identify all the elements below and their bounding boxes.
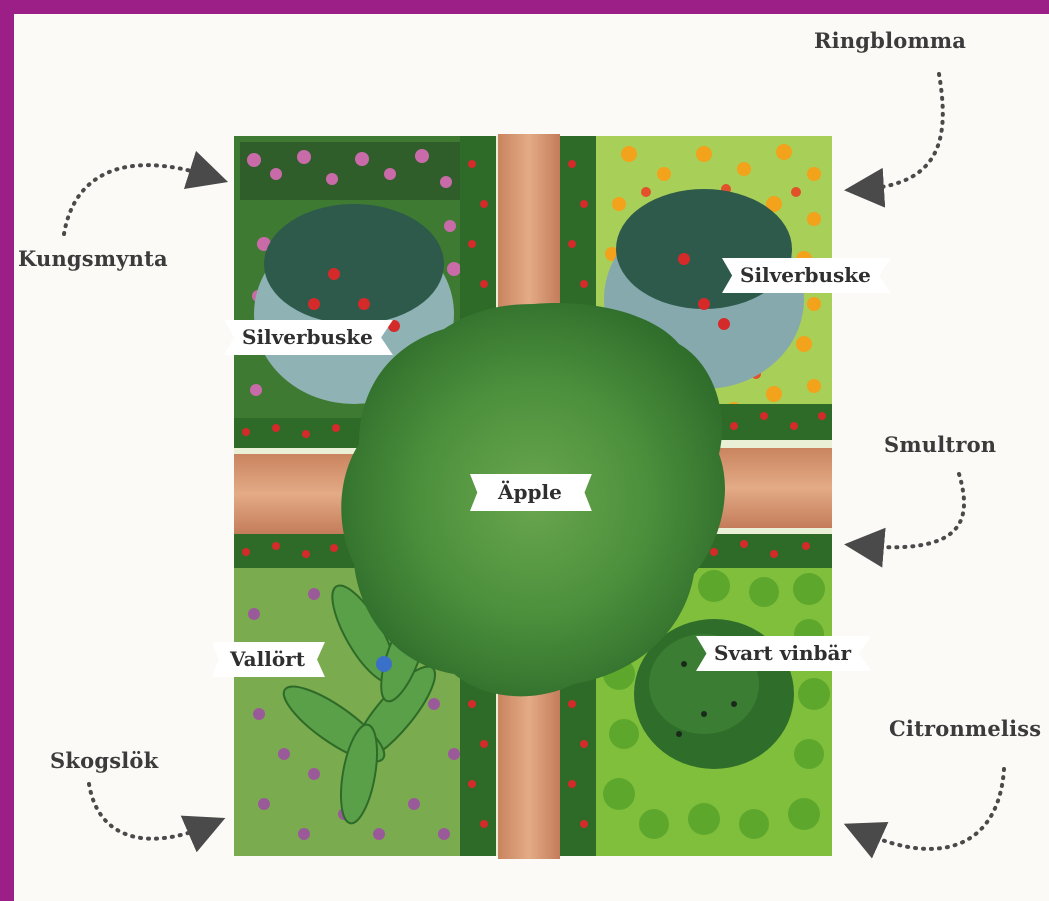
arrow-skogslok-icon: [89, 784, 207, 839]
path-south: [498, 684, 560, 859]
garden-illustration-frame: Kungsmynta Ringblomma Smultron Citronmel…: [14, 14, 1049, 901]
label-silverbuske-left: Silverbuske: [224, 320, 393, 355]
arrow-kungsmynta-icon: [64, 165, 209, 234]
label-apple: Äpple: [470, 474, 592, 511]
label-smultron: Smultron: [884, 432, 996, 457]
arrow-citronmeliss-icon: [862, 769, 1004, 849]
label-ringblomma: Ringblomma: [814, 28, 966, 53]
label-silverbuske-right: Silverbuske: [722, 258, 891, 293]
garden-plan-drawing: [14, 14, 1049, 901]
label-svart-vinbar: Svart vinbär: [696, 636, 871, 671]
label-citronmeliss: Citronmeliss: [889, 716, 1041, 741]
arrow-smultron-icon: [864, 474, 964, 547]
label-skogslok: Skogslök: [50, 748, 158, 773]
arrow-ringblomma-icon: [864, 74, 943, 189]
label-vallort: Vallört: [212, 642, 325, 677]
path-north: [498, 134, 560, 314]
label-kungsmynta: Kungsmynta: [18, 246, 168, 271]
